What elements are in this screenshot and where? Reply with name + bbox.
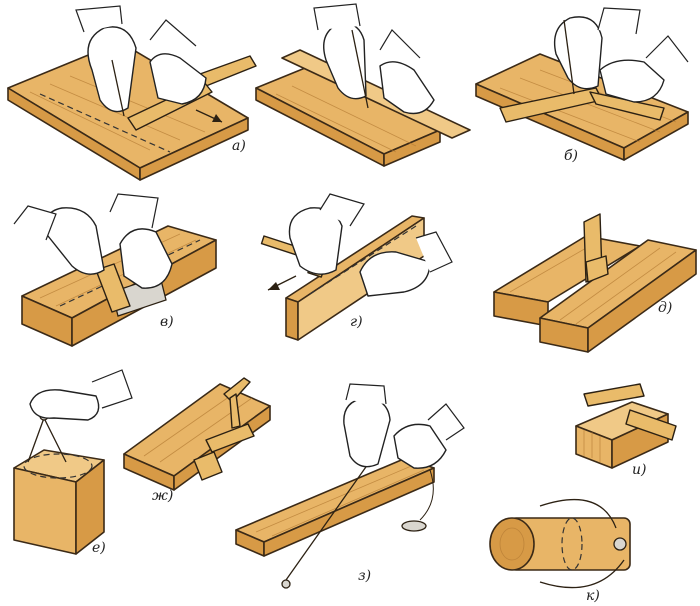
- panel-v: в): [13, 193, 217, 347]
- arrow-icon: [195, 109, 223, 123]
- panel-i: и): [575, 383, 677, 478]
- panel-e: е): [13, 369, 133, 556]
- arrow-icon: [267, 275, 297, 291]
- hand-icon: [75, 5, 207, 113]
- caliper: [539, 498, 627, 589]
- hand-icon: [288, 193, 453, 297]
- panel-ruler-marking: [255, 3, 471, 167]
- hand-icon: [13, 193, 173, 289]
- panel-i-label: и): [632, 462, 646, 478]
- panel-z-label: з): [358, 568, 371, 584]
- panel-g-label: г): [350, 314, 363, 330]
- panel-b: б): [475, 7, 689, 164]
- hand-icon: [343, 383, 465, 469]
- try-square: [499, 87, 665, 123]
- panel-k-label: к): [586, 588, 600, 604]
- panel-a-label: а): [232, 138, 246, 154]
- plumb-bob-icon: [281, 579, 291, 589]
- scriber: [111, 59, 125, 117]
- panel-b-label: б): [564, 148, 578, 164]
- chalk-line: [285, 463, 369, 581]
- panel-zh-label: ж): [152, 488, 173, 504]
- pencil: [351, 29, 369, 109]
- panel-k: к): [489, 498, 631, 604]
- panel-z: з): [235, 383, 465, 589]
- marking-tool: [583, 383, 677, 441]
- panel-a: а): [7, 5, 257, 181]
- try-square: [583, 213, 609, 283]
- panel-d: д): [493, 213, 697, 353]
- pencil: [563, 19, 575, 95]
- hand-icon: [553, 7, 689, 103]
- panel-d-label: д): [658, 300, 672, 316]
- panel-v-label: в): [160, 314, 174, 330]
- panel-zh: ж): [123, 377, 271, 504]
- panel-g: г): [260, 193, 453, 341]
- mortise-gauge: [193, 377, 255, 481]
- ruler: [281, 49, 471, 139]
- panel-e-label: е): [92, 540, 106, 556]
- chalk-reel-icon: [401, 469, 434, 532]
- hand-icon: [29, 369, 133, 421]
- hand-icon: [313, 3, 435, 115]
